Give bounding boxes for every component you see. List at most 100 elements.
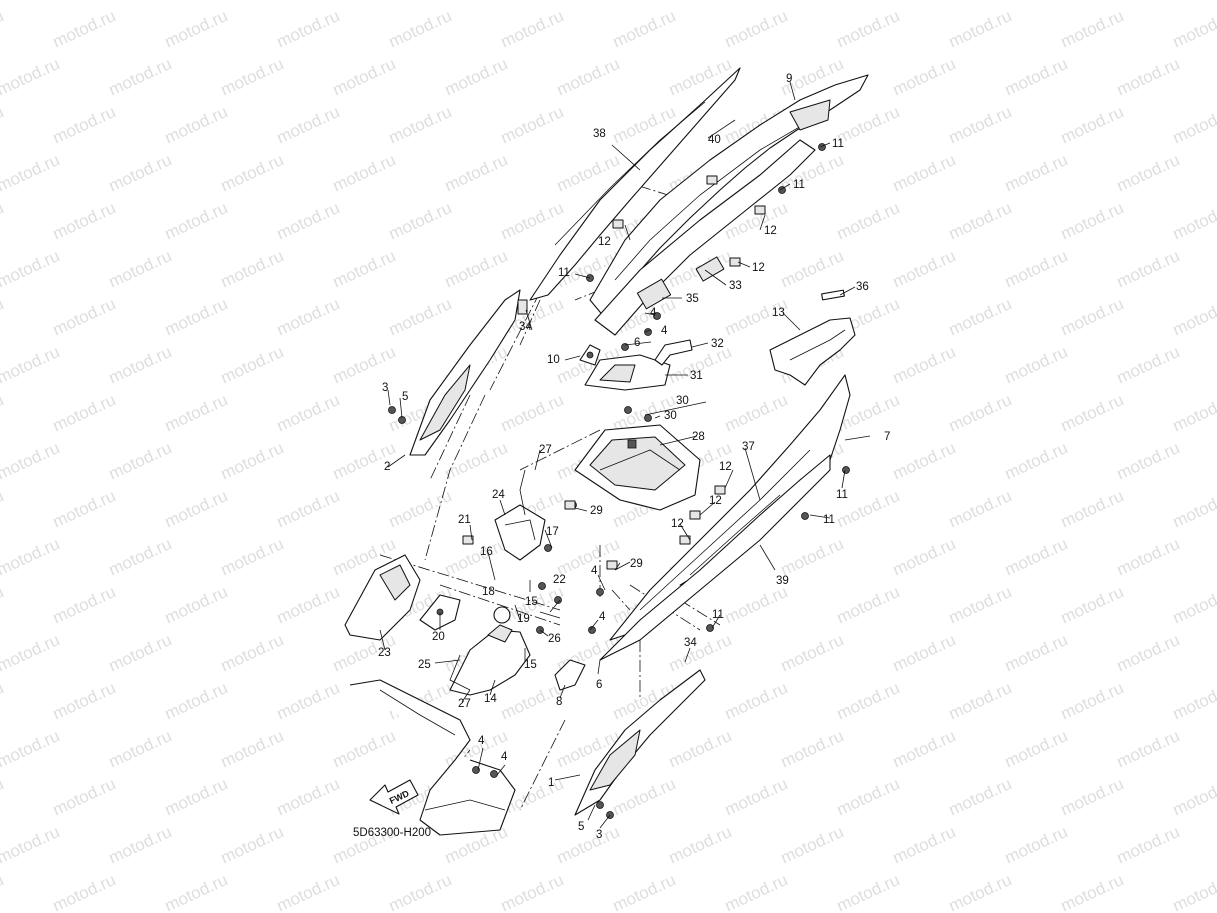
watermark-text: motod.ru [722,582,791,628]
watermark-text: motod.ru [0,678,6,724]
watermark-text: motod.ru [162,870,231,913]
bolt-icon [388,406,396,414]
watermark-text: motod.ru [0,342,62,388]
side-cover-trim-37 [599,454,831,661]
watermark-text: motod.ru [0,390,6,436]
callout-6: 6 [596,679,602,691]
watermark-text: motod.ru [722,870,791,913]
leader-lines [379,81,871,829]
watermark-text: motod.ru [666,726,735,772]
callout-27: 27 [539,444,552,456]
watermark-text: motod.ru [0,726,62,772]
watermark-text: motod.ru [946,102,1015,148]
watermark-text: motod.ru [890,54,959,100]
callout-4: 4 [501,751,508,763]
watermark-text: motod.ru [722,6,791,52]
callout-4: 4 [650,307,657,319]
watermark-text: motod.ru [498,6,567,52]
watermark-text: motod.ru [442,438,511,484]
watermark-text: motod.ru [834,6,903,52]
watermark-text: motod.ru [0,6,6,52]
watermark-text: motod.ru [1002,534,1071,580]
watermark-text: motod.ru [834,102,903,148]
seat-lock-bracket-31 [584,354,671,391]
forward-direction-arrow: FWD [369,779,419,815]
watermark-text: motod.ru [162,774,231,820]
callout-4: 4 [591,565,598,577]
watermark-text: motod.ru [330,0,399,4]
clip-nut-icon [706,175,718,185]
callout-1: 1 [548,777,554,789]
watermark-text: motod.ru [106,54,175,100]
bolt-icon [653,312,661,320]
callout-25: 25 [418,659,431,671]
watermark-text: motod.ru [1170,198,1217,244]
watermark-text: motod.ru [890,150,959,196]
callout-4: 4 [599,611,606,623]
watermark-text: motod.ru [218,630,287,676]
watermark-text: motod.ru [162,582,231,628]
clip-nut-icon [612,219,624,229]
watermark-text: motod.ru [50,774,119,820]
watermark-text: motod.ru [1058,870,1127,913]
watermark-text: motod.ru [0,0,62,4]
watermark-text: motod.ru [778,630,847,676]
watermark-text: motod.ru [274,774,343,820]
watermark-text: motod.ru [274,582,343,628]
callout-24: 24 [492,489,505,501]
tail-cover-right-1 [574,669,706,816]
watermark-text: motod.ru [162,102,231,148]
watermark-text: motod.ru [0,822,62,868]
callout-34: 34 [519,321,532,333]
watermark-text: motod.ru [274,390,343,436]
watermark-text: motod.ru [1002,54,1071,100]
rear-frame-bracket [594,139,816,336]
watermark-text: motod.ru [218,246,287,292]
callout-29: 29 [630,558,643,570]
side-cover-panel-38 [529,67,741,301]
watermark-text: motod.ru [218,150,287,196]
watermark-text: motod.ru [1170,870,1217,913]
clip-nut-icon [714,485,726,495]
watermark-text: motod.ru [162,390,231,436]
watermark-text: motod.ru [1114,726,1183,772]
watermark-text: motod.ru [274,870,343,913]
watermark-text: motod.ru [1170,678,1217,724]
watermark-text: motod.ru [274,294,343,340]
callout-8: 8 [556,696,562,708]
watermark-text: motod.ru [834,678,903,724]
watermark-text: motod.ru [946,390,1015,436]
watermark-text: motod.ru [386,294,455,340]
watermark-text: motod.ru [50,678,119,724]
watermark-text: motod.ru [0,486,6,532]
callout-37: 37 [742,441,755,453]
bolt-icon [538,582,546,590]
watermark-text: motod.ru [834,198,903,244]
callout-31: 31 [690,370,703,382]
watermark-text: motod.ru [890,0,959,4]
watermark-text: motod.ru [722,678,791,724]
watermark-text: motod.ru [778,246,847,292]
watermark-text: motod.ru [946,486,1015,532]
watermark-text: motod.ru [0,582,6,628]
callout-21: 21 [458,514,471,526]
watermark-text: motod.ru [0,294,6,340]
clip-8 [554,659,586,691]
watermark-text: motod.ru [1058,486,1127,532]
watermark-text: motod.ru [1114,342,1183,388]
clip-nut-icon [462,535,474,545]
bolt-icon [842,466,850,474]
watermark-text: motod.ru [1170,774,1217,820]
callout-6: 6 [634,337,640,349]
watermark-text: motod.ru [0,198,6,244]
watermark-text: motod.ru [330,246,399,292]
watermark-text: motod.ru [946,870,1015,913]
watermark-text: motod.ru [834,582,903,628]
watermark-text: motod.ru [274,198,343,244]
watermark-text: motod.ru [50,6,119,52]
watermark-text: motod.ru [554,0,623,4]
watermark-text: motod.ru [274,102,343,148]
callout-12: 12 [671,518,684,530]
callout-14: 14 [484,693,497,705]
clip-nut-icon [689,510,701,520]
